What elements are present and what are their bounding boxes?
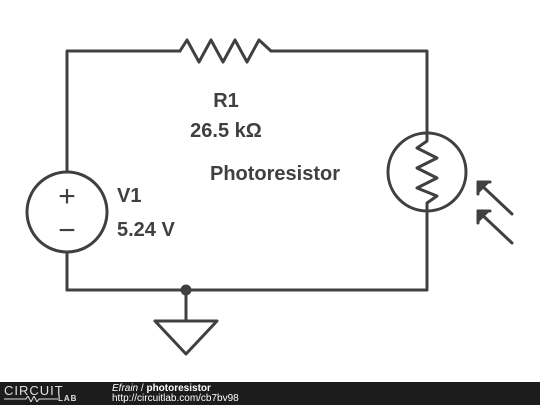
source-value-label: 5.24 V [117,219,175,241]
source-plus-sign: + [58,180,76,213]
circuitlab-logo-text: CIRCUIT [4,383,64,398]
resistor-r1-symbol [178,38,273,64]
light-arrow-lower-head [476,209,492,225]
footer-bar: CIRCUIT LAB Efrain / photoresistor http:… [0,382,540,405]
credit-line: Efrain / photoresistor [112,383,211,394]
source-minus-sign: − [58,214,76,247]
photoresistor-label: Photoresistor [210,163,340,185]
photoresistor-zigzag [415,131,439,214]
logo-resistor-icon [4,396,58,402]
ground-symbol [153,319,219,356]
circuit-schematic: + − R1 26.5 kΩ V1 5.24 V Photoresistor [25,38,514,356]
resistor-name-label: R1 [213,90,239,112]
source-name-label: V1 [117,185,141,207]
resistor-value-label: 26.5 kΩ [190,120,262,142]
top-right-wire [269,49,429,135]
circuitlab-logo-lab: LAB [58,394,78,403]
top-left-wire [65,49,182,174]
voltage-source-v1-symbol [25,170,109,254]
circuit-title[interactable]: photoresistor [146,383,211,394]
credit-separator: / [138,383,147,394]
light-arrow-upper-head [476,180,492,196]
author-name[interactable]: Efrain [112,383,139,394]
circuit-url-link[interactable]: http://circuitlab.com/cb7bv98 [112,393,239,404]
